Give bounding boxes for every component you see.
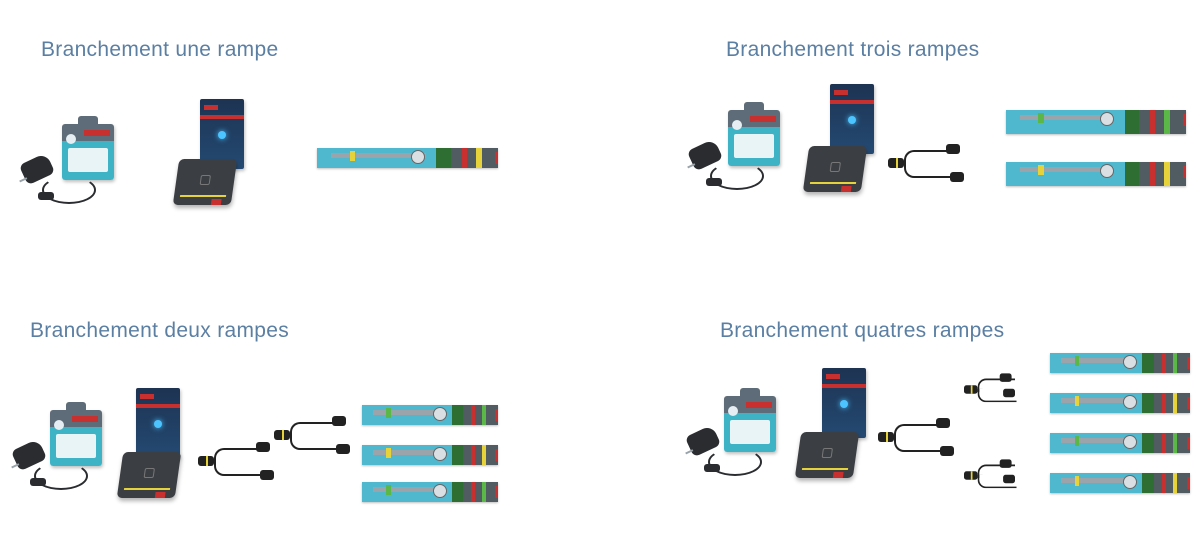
led-ramp (362, 482, 498, 502)
controller-unit (172, 159, 238, 205)
power-adapter-box (50, 402, 102, 466)
controller (800, 82, 890, 202)
led-ramp (362, 405, 498, 425)
section-title-one-ramp: Branchement une rampe (41, 38, 279, 61)
led-ramp (1006, 110, 1186, 134)
cable (34, 462, 88, 490)
power-adapter (12, 110, 122, 210)
power-adapter-box (724, 388, 776, 452)
section-title-two-ramps: Branchement deux rampes (30, 319, 290, 342)
power-adapter-box (728, 102, 780, 166)
section-title-four-ramps: Branchement quatres rampes (720, 319, 1005, 342)
controller (160, 95, 250, 215)
cable-connector (30, 478, 46, 486)
cable-connector (704, 464, 720, 472)
cable (42, 176, 96, 204)
controller-unit (794, 432, 860, 478)
controller-unit (116, 452, 182, 498)
led-ramp (1050, 433, 1190, 453)
cable-connector (706, 178, 722, 186)
y-splitter (198, 438, 274, 484)
cable (710, 162, 764, 190)
y-splitter (964, 456, 1017, 489)
cable-connector (38, 192, 54, 200)
controller-box (200, 99, 244, 169)
y-splitter (274, 412, 350, 458)
controller-box (136, 388, 180, 458)
controller (116, 386, 206, 506)
led-ramp (1006, 162, 1186, 186)
power-adapter-box (62, 116, 114, 180)
section-title-three-ramps: Branchement trois rampes (726, 38, 980, 61)
led-ramp (1050, 353, 1190, 373)
power-adapter (10, 402, 122, 504)
y-splitter (888, 140, 964, 186)
power-adapter (684, 388, 794, 490)
led-ramp (1050, 393, 1190, 413)
led-ramp (317, 148, 498, 168)
led-ramp (1050, 473, 1190, 493)
led-ramp (362, 445, 498, 465)
controller-unit (802, 146, 868, 192)
y-splitter (878, 414, 954, 460)
controller-box (830, 84, 874, 154)
cable (708, 448, 762, 476)
power-adapter (684, 102, 794, 204)
controller (792, 366, 882, 486)
y-splitter (964, 370, 1017, 403)
controller-box (822, 368, 866, 438)
